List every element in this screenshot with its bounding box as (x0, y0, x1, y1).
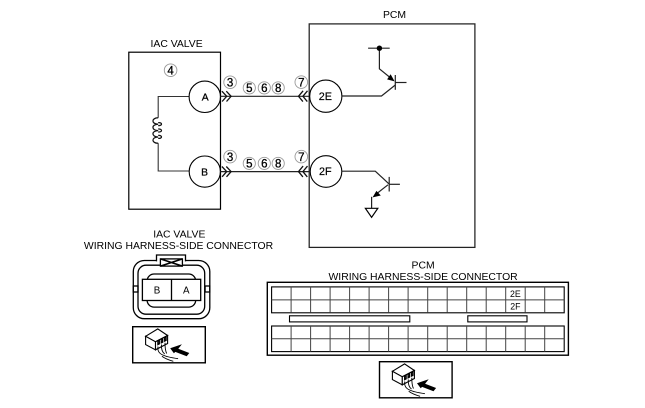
svg-text:6: 6 (261, 159, 267, 171)
svg-text:6: 6 (261, 83, 267, 95)
svg-text:3: 3 (227, 152, 233, 164)
svg-text:5: 5 (246, 159, 252, 171)
svg-text:B: B (201, 168, 208, 179)
svg-text:7: 7 (298, 77, 304, 89)
svg-text:5: 5 (246, 83, 252, 95)
svg-text:IAC VALVE: IAC VALVE (151, 39, 203, 50)
svg-text:2F: 2F (319, 166, 332, 178)
svg-text:2F: 2F (510, 302, 521, 312)
svg-text:8: 8 (275, 159, 281, 171)
svg-text:2E: 2E (319, 91, 332, 103)
svg-text:4: 4 (167, 65, 174, 77)
svg-text:WIRING HARNESS-SIDE CONNECTOR: WIRING HARNESS-SIDE CONNECTOR (84, 241, 274, 252)
svg-text:PCM: PCM (412, 261, 435, 272)
svg-text:8: 8 (275, 83, 281, 95)
svg-text:A: A (183, 285, 190, 296)
svg-text:7: 7 (298, 152, 304, 164)
svg-text:2E: 2E (510, 289, 521, 299)
svg-text:A: A (202, 93, 209, 104)
svg-text:3: 3 (227, 77, 233, 89)
svg-text:PCM: PCM (383, 10, 406, 21)
svg-text:B: B (154, 285, 161, 296)
svg-text:WIRING HARNESS-SIDE CONNECTOR: WIRING HARNESS-SIDE CONNECTOR (329, 272, 519, 283)
svg-text:IAC VALVE: IAC VALVE (153, 229, 205, 240)
